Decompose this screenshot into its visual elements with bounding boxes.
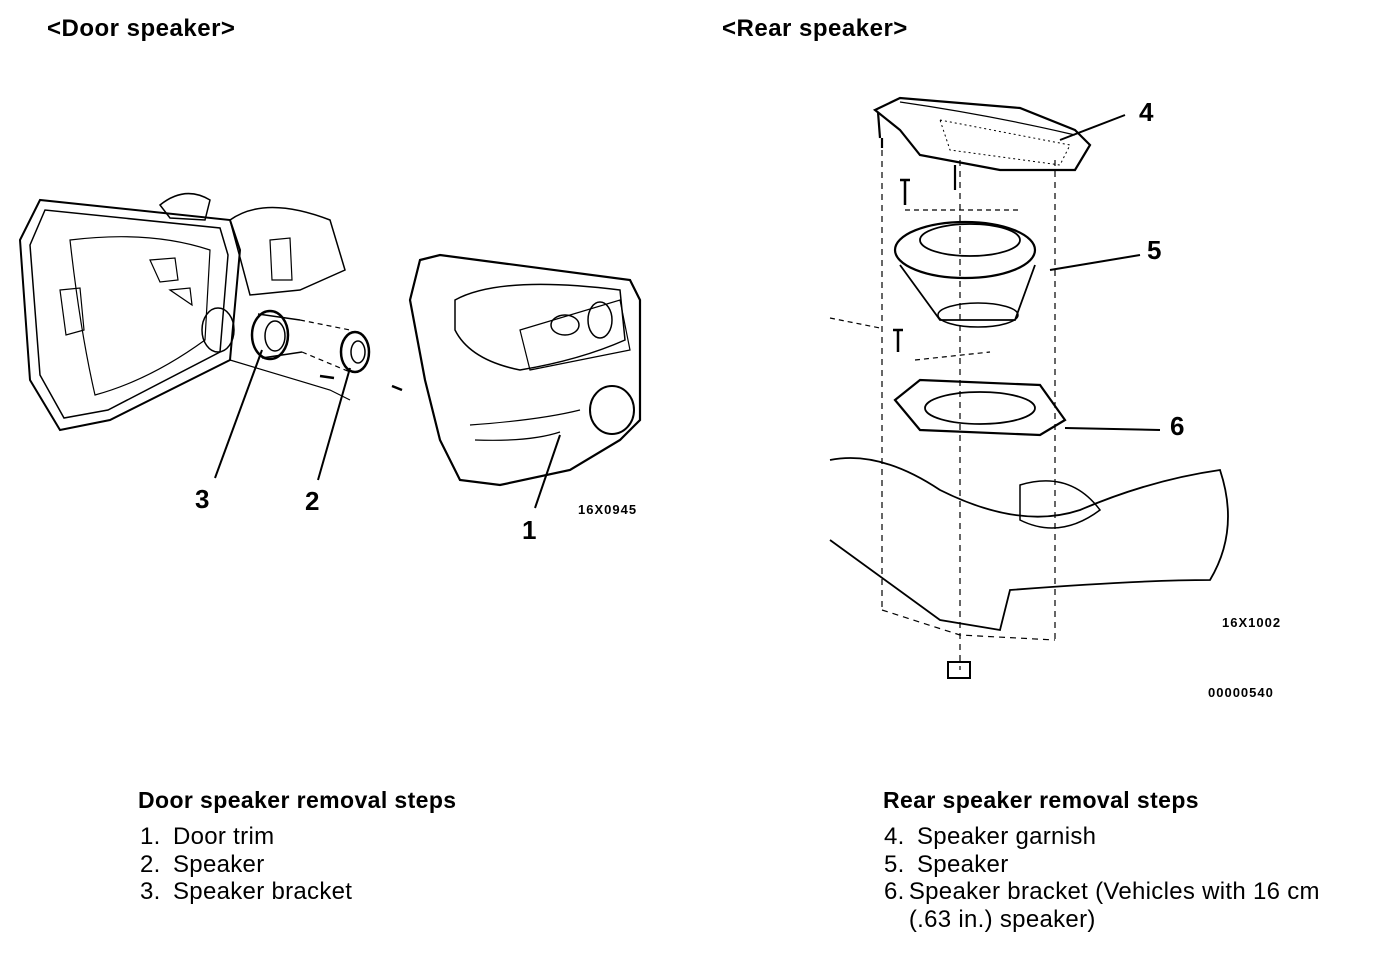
door-trim-shape [408, 253, 642, 487]
rear-steps-title: Rear speaker removal steps [883, 787, 1199, 813]
step-number: 6. [884, 878, 905, 905]
speaker-bracket-shape [250, 309, 303, 361]
callout-5: 5 [1147, 235, 1162, 265]
door-step: 2. Speaker [140, 851, 640, 879]
callout-6: 6 [1170, 411, 1185, 441]
step-text: Speaker [917, 850, 1009, 878]
callout-line-5 [1049, 254, 1141, 271]
step-text: Speaker bracket [173, 878, 353, 905]
speaker-bracket-rear-shape [893, 378, 1067, 437]
callout-line-4 [1059, 114, 1126, 141]
step-text: Speaker bracket (Vehicles with 16 cm (.6… [908, 878, 1320, 933]
page-code: 00000540 [1208, 685, 1274, 700]
step-number: 4. [884, 823, 905, 850]
callout-2: 2 [305, 486, 320, 516]
step-number: 2. [140, 850, 161, 878]
door-speaker-shape [299, 319, 371, 374]
rear-speaker-shape [893, 220, 1037, 328]
rear-steps-list: 4. Speaker garnish 5. Speaker 6.Speaker br… [884, 823, 1364, 933]
callout-line-6 [1064, 427, 1161, 431]
door-speaker-heading: <Door speaker> [47, 15, 236, 42]
callout-3: 3 [195, 484, 210, 514]
door-steps-list: 1. Door trim 2. Speaker 3. Speaker bracket [140, 823, 640, 906]
door-step: 1. Door trim [140, 823, 640, 851]
door-figure-code: 16X0945 [578, 502, 638, 517]
step-text: Speaker garnish [917, 823, 1097, 850]
rear-step: 5. Speaker [884, 851, 1364, 879]
door-speaker-diagram [18, 192, 642, 509]
speaker-garnish-shape [872, 96, 1092, 190]
door-steps-title: Door speaker removal steps [138, 787, 457, 813]
rear-step: 4. Speaker garnish [884, 823, 1364, 851]
callout-4: 4 [1139, 97, 1154, 127]
step-number: 1. [140, 823, 161, 850]
callout-1: 1 [522, 515, 537, 545]
rear-step: 6.Speaker bracket (Vehicles with 16 cm (… [884, 878, 1364, 933]
rear-speaker-diagram [829, 96, 1229, 679]
rear-figure-code: 16X1002 [1222, 615, 1282, 630]
step-text: Door trim [173, 823, 275, 850]
rear-speaker-heading: <Rear speaker> [722, 15, 908, 42]
door-step: 3. Speaker bracket [140, 878, 640, 906]
step-text: Speaker [173, 850, 265, 878]
callout-line-2 [317, 367, 351, 481]
step-number: 3. [140, 878, 161, 905]
callout-line-3 [214, 349, 263, 479]
step-number: 5. [884, 850, 905, 878]
callout-line-1 [534, 434, 561, 509]
